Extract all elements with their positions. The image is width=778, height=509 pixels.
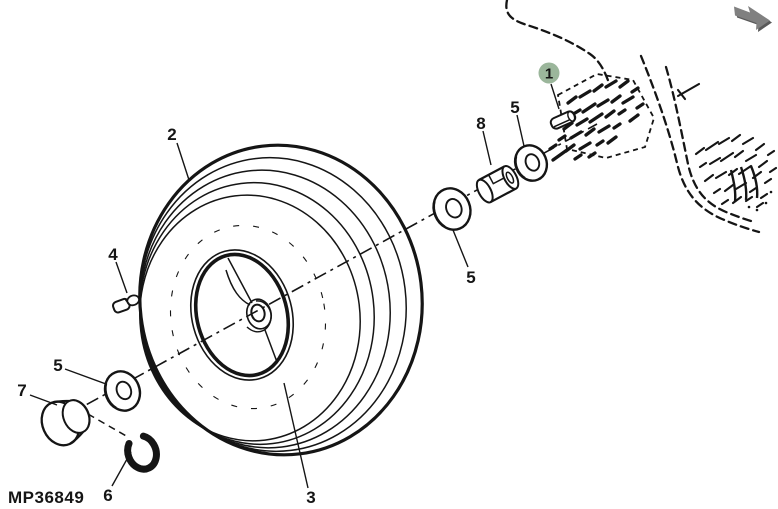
- washer-left: [103, 370, 142, 412]
- highlighted-callout-1: 1: [538, 62, 560, 84]
- e-clip: [124, 432, 160, 473]
- e-clip-assembly-line: [87, 413, 129, 438]
- callout-5-left-label: 5: [53, 356, 62, 375]
- arrow-body: [734, 6, 770, 30]
- leader-lines: [29, 83, 560, 489]
- leader-line-1: [550, 83, 560, 110]
- callout-6-label: 6: [103, 486, 112, 505]
- leader-line-7: [29, 394, 58, 406]
- callout-5-middle-label: 5: [466, 268, 475, 287]
- leader-line-8: [482, 130, 492, 166]
- frame-deck-dots: [747, 190, 773, 212]
- washer-middle: [432, 187, 472, 231]
- frame-dashed-edge-right-outer: [639, 54, 761, 234]
- callout-7-label: 7: [17, 381, 26, 400]
- wheel-rim: [189, 249, 295, 381]
- frame-dashed-edge-right-inner: [664, 65, 753, 223]
- hub-cap: [40, 399, 91, 447]
- callout-4-label: 4: [108, 245, 118, 264]
- hub-boss: [245, 298, 273, 330]
- rim-flange: [193, 252, 291, 378]
- leader-line-5-top: [516, 114, 525, 147]
- tire-sidewall-ridge: [139, 194, 361, 442]
- leader-line-4: [115, 261, 128, 294]
- frame-bracket-outline: [557, 73, 655, 159]
- callout-1-label: 1: [545, 66, 553, 83]
- grease-fitting: [112, 294, 140, 314]
- figure-code: MP36849: [8, 488, 84, 507]
- leader-line-6: [111, 451, 132, 487]
- diagonal-arrow-icon[interactable]: [734, 6, 772, 32]
- leader-line-3: [283, 382, 309, 489]
- callout-5-top-label: 5: [510, 98, 519, 117]
- leader-line-2: [176, 142, 190, 181]
- frame-dashed-edge-top: [505, 0, 611, 85]
- callout-8-label: 8: [476, 114, 485, 133]
- mower-frame: [505, 0, 778, 234]
- callout-2-label: 2: [167, 125, 176, 144]
- rim-spoke: [227, 257, 278, 363]
- leader-line-5-middle: [452, 229, 469, 268]
- tire-bead-dashed-ring: [169, 224, 327, 410]
- callout-1-highlight-circle: [538, 62, 560, 84]
- callout-3-label: 3: [306, 488, 315, 507]
- washer-top: [513, 144, 549, 182]
- roll-pin: [549, 110, 577, 130]
- frame-deck-hatching: [694, 133, 778, 209]
- frame-check-mark: [676, 82, 701, 101]
- frame-bracket-hatching: [548, 79, 645, 162]
- frame-deck-streaks: [729, 165, 759, 203]
- bushing: [475, 165, 520, 204]
- leader-line-5-left: [64, 368, 107, 385]
